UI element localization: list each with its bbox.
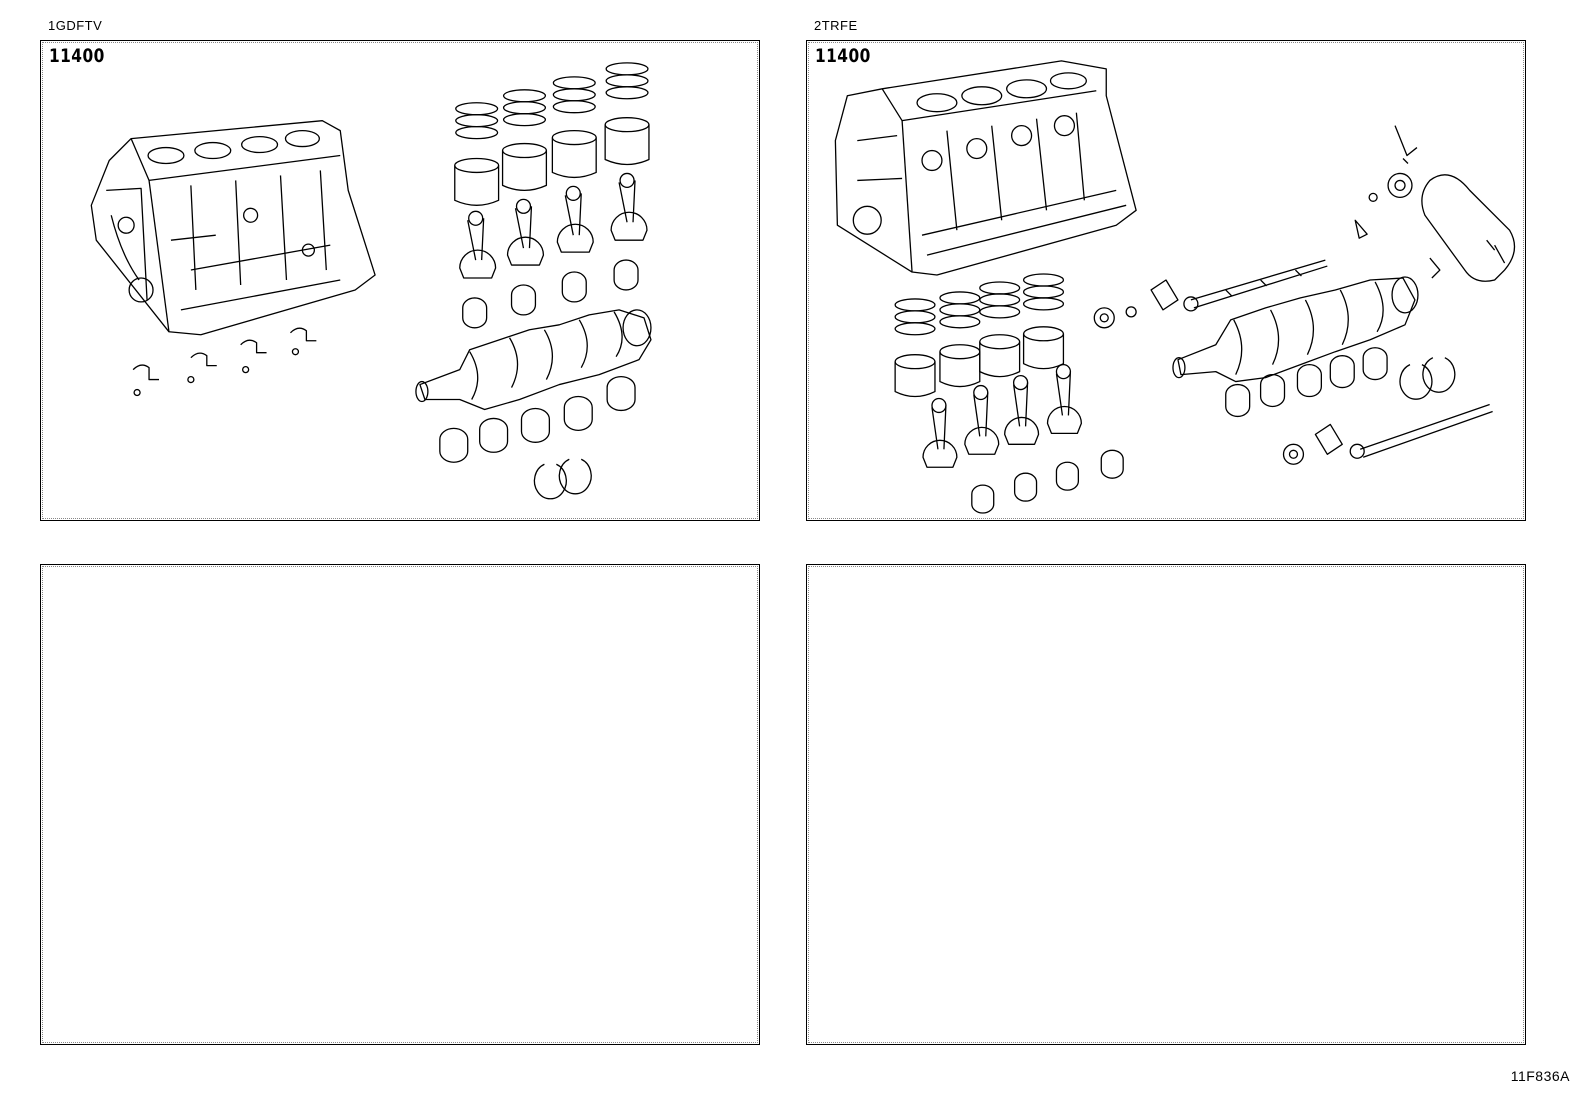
- empty-panel-bottom-right: [806, 564, 1526, 1045]
- empty-panel-bottom-left: [40, 564, 760, 1045]
- panel-1gdftv[interactable]: 11400: [40, 40, 760, 521]
- connecting-rod-icon: [923, 365, 1081, 468]
- piston-icon: [895, 327, 1063, 397]
- thrust-washer-icon: [534, 459, 591, 499]
- engine-label-2trfe: 2TRFE: [814, 18, 858, 33]
- main-bearing-icon: [440, 377, 635, 463]
- balance-shaft-icon: [1184, 260, 1493, 458]
- piston-ring-icon: [895, 274, 1063, 335]
- crankshaft-icon: [416, 310, 651, 410]
- cylinder-block-icon: [91, 121, 375, 335]
- cylinder-block-icon: [835, 61, 1136, 275]
- illustration-code: 11F836A: [1510, 1068, 1570, 1084]
- short-block-illustration: [807, 41, 1525, 520]
- bearing-icon: [972, 450, 1123, 513]
- short-block-illustration: [41, 41, 759, 520]
- crankshaft-icon: [1173, 277, 1418, 382]
- timing-chain-icon: [1355, 126, 1514, 282]
- panel-2trfe[interactable]: 11400: [806, 40, 1526, 521]
- piston-icon: [455, 118, 649, 206]
- part-number-label[interactable]: 11400: [49, 45, 105, 67]
- main-bearing-icon: [1226, 348, 1455, 417]
- connecting-rod-icon: [460, 173, 647, 278]
- piston-ring-icon: [456, 63, 648, 139]
- oil-jet-icon: [133, 328, 316, 395]
- part-number-label[interactable]: 11400: [815, 45, 871, 67]
- gear-icon: [1094, 280, 1342, 464]
- engine-label-1gdftv: 1GDFTV: [48, 18, 103, 33]
- bearing-icon: [463, 260, 638, 328]
